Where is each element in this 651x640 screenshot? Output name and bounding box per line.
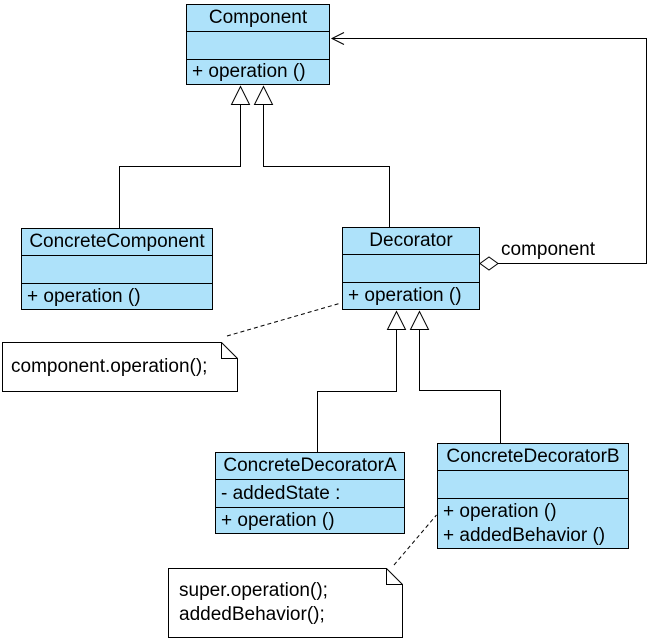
generalization-line-concretedecoratora-decorator [317,329,397,452]
class-concrete-decorator-b-operations: + operation () + addedBehavior () [438,499,628,548]
generalization-triangle-icon [409,310,430,330]
open-arrowhead-icon [330,32,345,45]
operation-label: + operation () [443,500,557,522]
class-decorator: Decorator + operation () [342,227,480,310]
operation-label: + operation () [27,285,141,307]
aggregation-line-decorator-component [332,38,647,264]
note-shape [2,342,238,392]
class-concrete-component: ConcreteComponent + operation () [21,228,213,310]
operation-label: + operation () [221,509,335,531]
note-line: component.operation(); [11,356,208,377]
class-component-operations: + operation () [187,60,329,84]
class-component-attributes [187,32,329,60]
note-line: super.operation(); [179,580,328,601]
class-concrete-decorator-a: ConcreteDecoratorA - addedState : + oper… [215,452,405,534]
note-fold-icon [221,342,238,359]
note-anchor-dashed-line [393,514,437,566]
class-decorator-operations: + operation () [343,283,479,309]
aggregation-role-label: component [501,239,596,260]
generalization-line-decorator-component [263,104,390,227]
class-decorator-name: Decorator [343,228,479,255]
class-concrete-component-name: ConcreteComponent [22,229,212,256]
class-concrete-component-operations: + operation () [22,284,212,309]
note-decorator-operation: component.operation(); [11,342,231,392]
operation-label: + operation () [348,285,462,306]
operation-label: + operation () [192,61,306,82]
class-component: Component + operation () [186,4,330,85]
class-concrete-decorator-a-name: ConcreteDecoratorA [216,453,404,480]
generalization-triangle-icon [386,310,407,330]
generalization-line-concretecomponent-component [119,104,241,228]
operation-label: + addedBehavior () [443,524,606,546]
note-anchor-dashed-line [226,302,342,337]
class-concrete-decorator-a-attributes: - addedState : [216,480,404,508]
class-decorator-attributes [343,255,479,283]
note-fold-icon [386,568,403,585]
generalization-triangle-icon [253,85,274,105]
class-concrete-decorator-b: ConcreteDecoratorB + operation () + adde… [437,443,629,549]
aggregation-diamond-icon [479,256,499,271]
class-concrete-decorator-a-operations: + operation () [216,508,404,533]
generalization-line-concretedecoratorb-decorator [419,329,501,443]
note-concrete-decorator-b-operation: super.operation(); addedBehavior(); [179,568,395,638]
class-concrete-decorator-b-name: ConcreteDecoratorB [438,444,628,471]
class-concrete-decorator-b-attributes [438,471,628,499]
class-concrete-component-attributes [22,256,212,284]
note-line: addedBehavior(); [179,604,325,625]
class-component-name: Component [187,5,329,32]
note-shape [168,568,403,638]
generalization-triangle-icon [230,85,251,105]
